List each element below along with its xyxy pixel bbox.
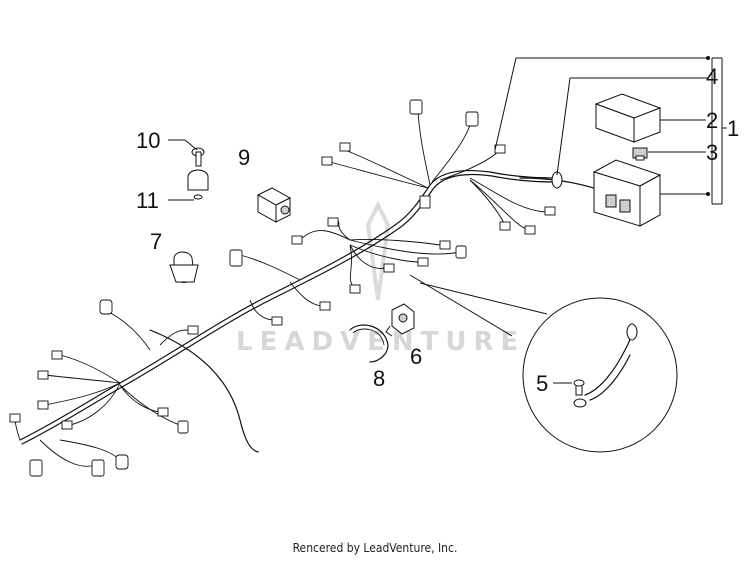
- fuse-box-cover: [594, 93, 662, 143]
- watermark-text: LEADVENTURE: [236, 327, 525, 357]
- callout-8: 8: [373, 366, 385, 391]
- main-harness: [14, 111, 601, 467]
- callout-labels: 1 2 3 4 5 6 7 8 9 10 11: [136, 64, 739, 396]
- fuse-box-housing: [592, 159, 662, 227]
- callout-10: 10: [136, 128, 160, 153]
- fuse: [632, 147, 648, 161]
- leader-lines: [168, 56, 710, 384]
- clip: [187, 169, 209, 200]
- bolt: [191, 147, 205, 167]
- harness-connectors: [9, 99, 556, 477]
- callout-11: 11: [136, 188, 159, 213]
- callout-1: 1: [727, 116, 739, 141]
- callout-9: 9: [238, 145, 250, 170]
- callout-4: 4: [706, 64, 718, 89]
- relay: [385, 303, 415, 337]
- switch: [256, 187, 292, 223]
- callout-2: 2: [706, 108, 718, 133]
- callout-5: 5: [536, 371, 548, 396]
- leadventure-watermark: LEADVENTURE: [236, 200, 525, 357]
- cable-tie: [349, 324, 389, 363]
- group-bracket: [711, 57, 727, 205]
- footer-credit: Rencered by LeadVenture, Inc.: [292, 541, 458, 555]
- callout-7: 7: [150, 229, 162, 254]
- callout-3: 3: [706, 140, 718, 165]
- clamp: [169, 251, 199, 283]
- callout-6: 6: [410, 344, 422, 369]
- detail-inset: [409, 274, 678, 453]
